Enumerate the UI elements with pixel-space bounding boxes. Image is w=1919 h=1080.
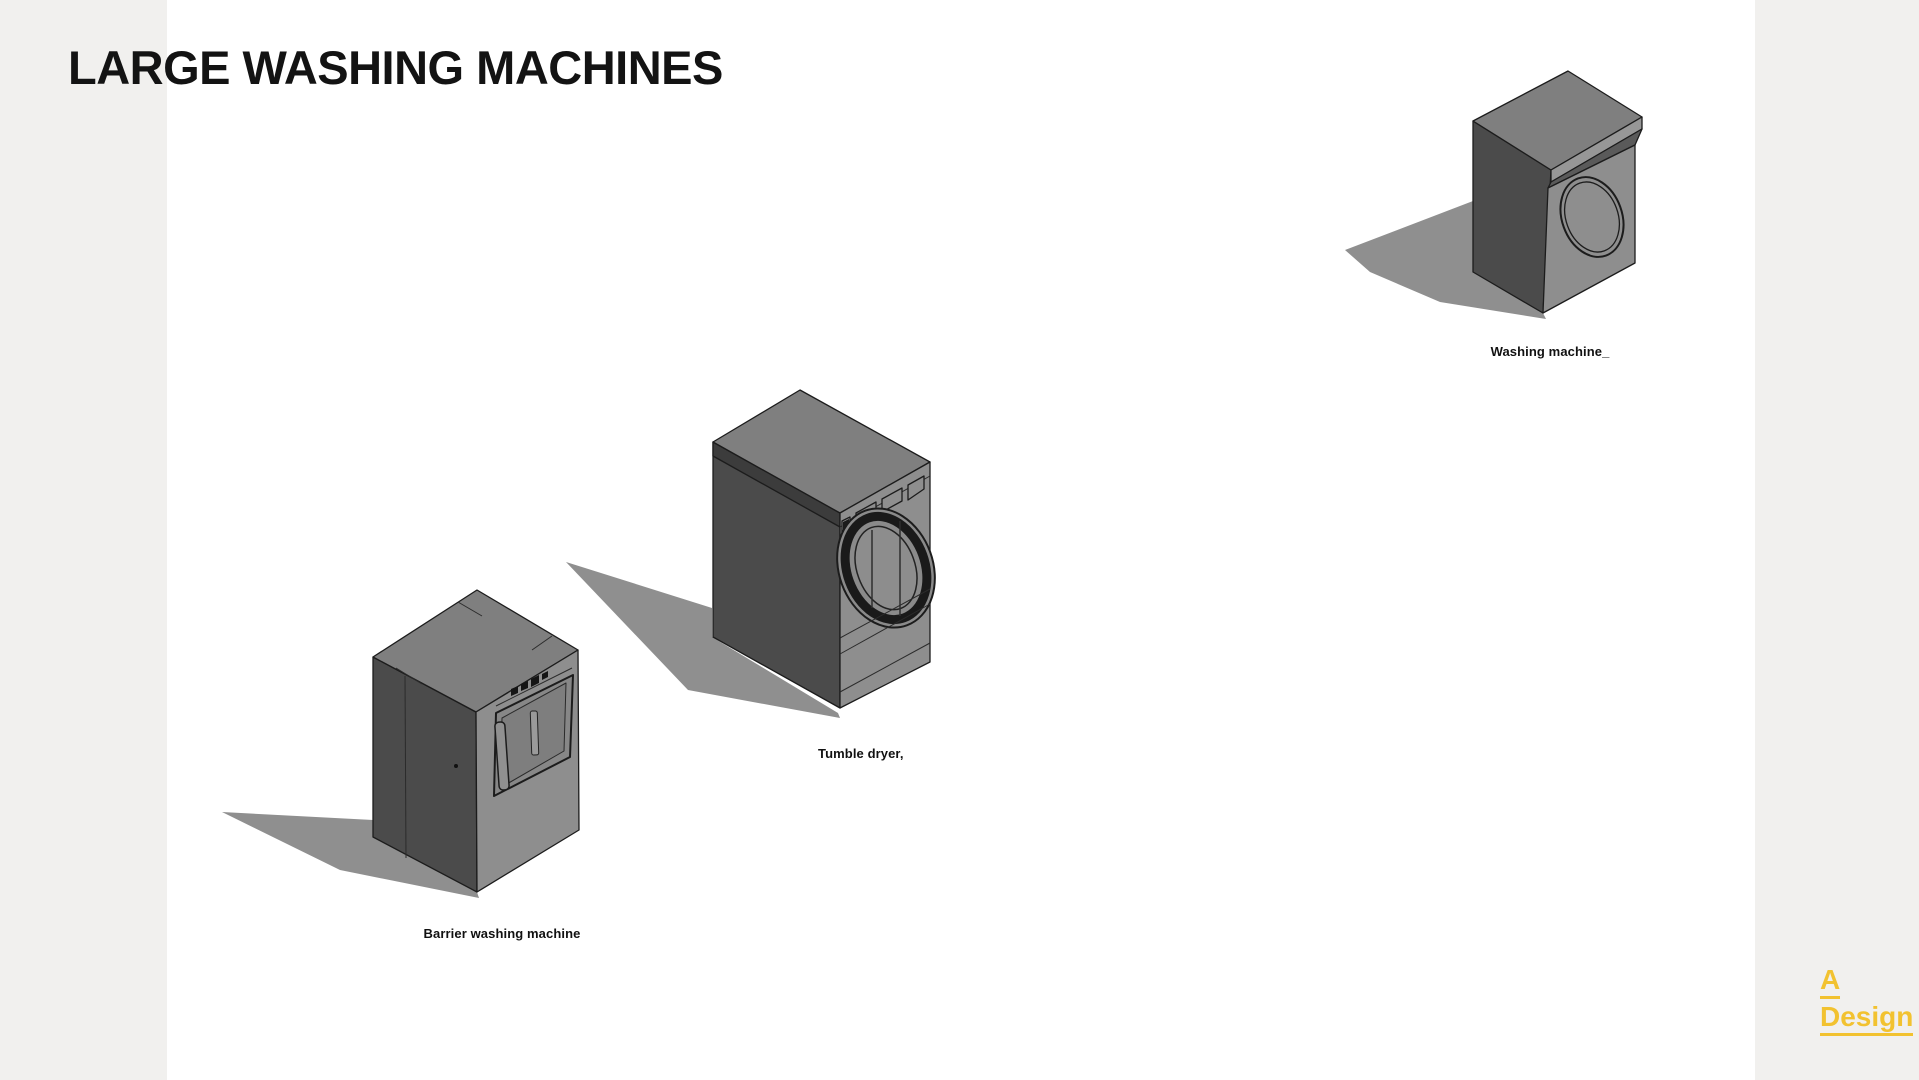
left-margin-strip [0, 0, 167, 1080]
barrier-washing-machine-door [493, 674, 574, 797]
brand-logo-line1: A [1820, 966, 1841, 999]
barrier-washing-machine-label: Barrier washing machine [423, 926, 581, 941]
barrier-door-slot [529, 710, 540, 756]
brand-logo-link[interactable]: A Design [1820, 966, 1914, 1040]
tumble-dryer-kick-plate [839, 588, 931, 693]
barrier-control-rail [495, 667, 573, 707]
barrier-washing-machine-body [372, 589, 580, 893]
brand-logo-line2: Design [1820, 1003, 1914, 1036]
tumble-dryer-illustration [566, 389, 936, 718]
barrier-washing-machine-figure [200, 589, 620, 920]
barrier-washing-machine-illustration [222, 589, 580, 898]
barrier-washing-machine-shadow [222, 812, 479, 898]
tumble-dryer-body [712, 389, 936, 709]
tumble-dryer-figure [540, 380, 970, 730]
tumble-dryer-shadow [566, 562, 840, 718]
tumble-dryer-label: Tumble dryer, [818, 746, 904, 761]
right-margin-strip [1755, 0, 1919, 1080]
washing-machine-label: Washing machine_ [1490, 344, 1610, 359]
tumble-dryer-door [836, 507, 936, 629]
washing-machine-illustration [1345, 70, 1643, 319]
page-title: LARGE WASHING MACHINES [68, 41, 723, 94]
washing-machine-body [1472, 70, 1643, 314]
washing-machine-shadow [1345, 201, 1546, 319]
washing-machine-figure [1340, 50, 1680, 370]
barrier-door-handle [494, 721, 510, 791]
washing-machine-door [1559, 176, 1625, 258]
barrier-door-button [454, 764, 458, 768]
